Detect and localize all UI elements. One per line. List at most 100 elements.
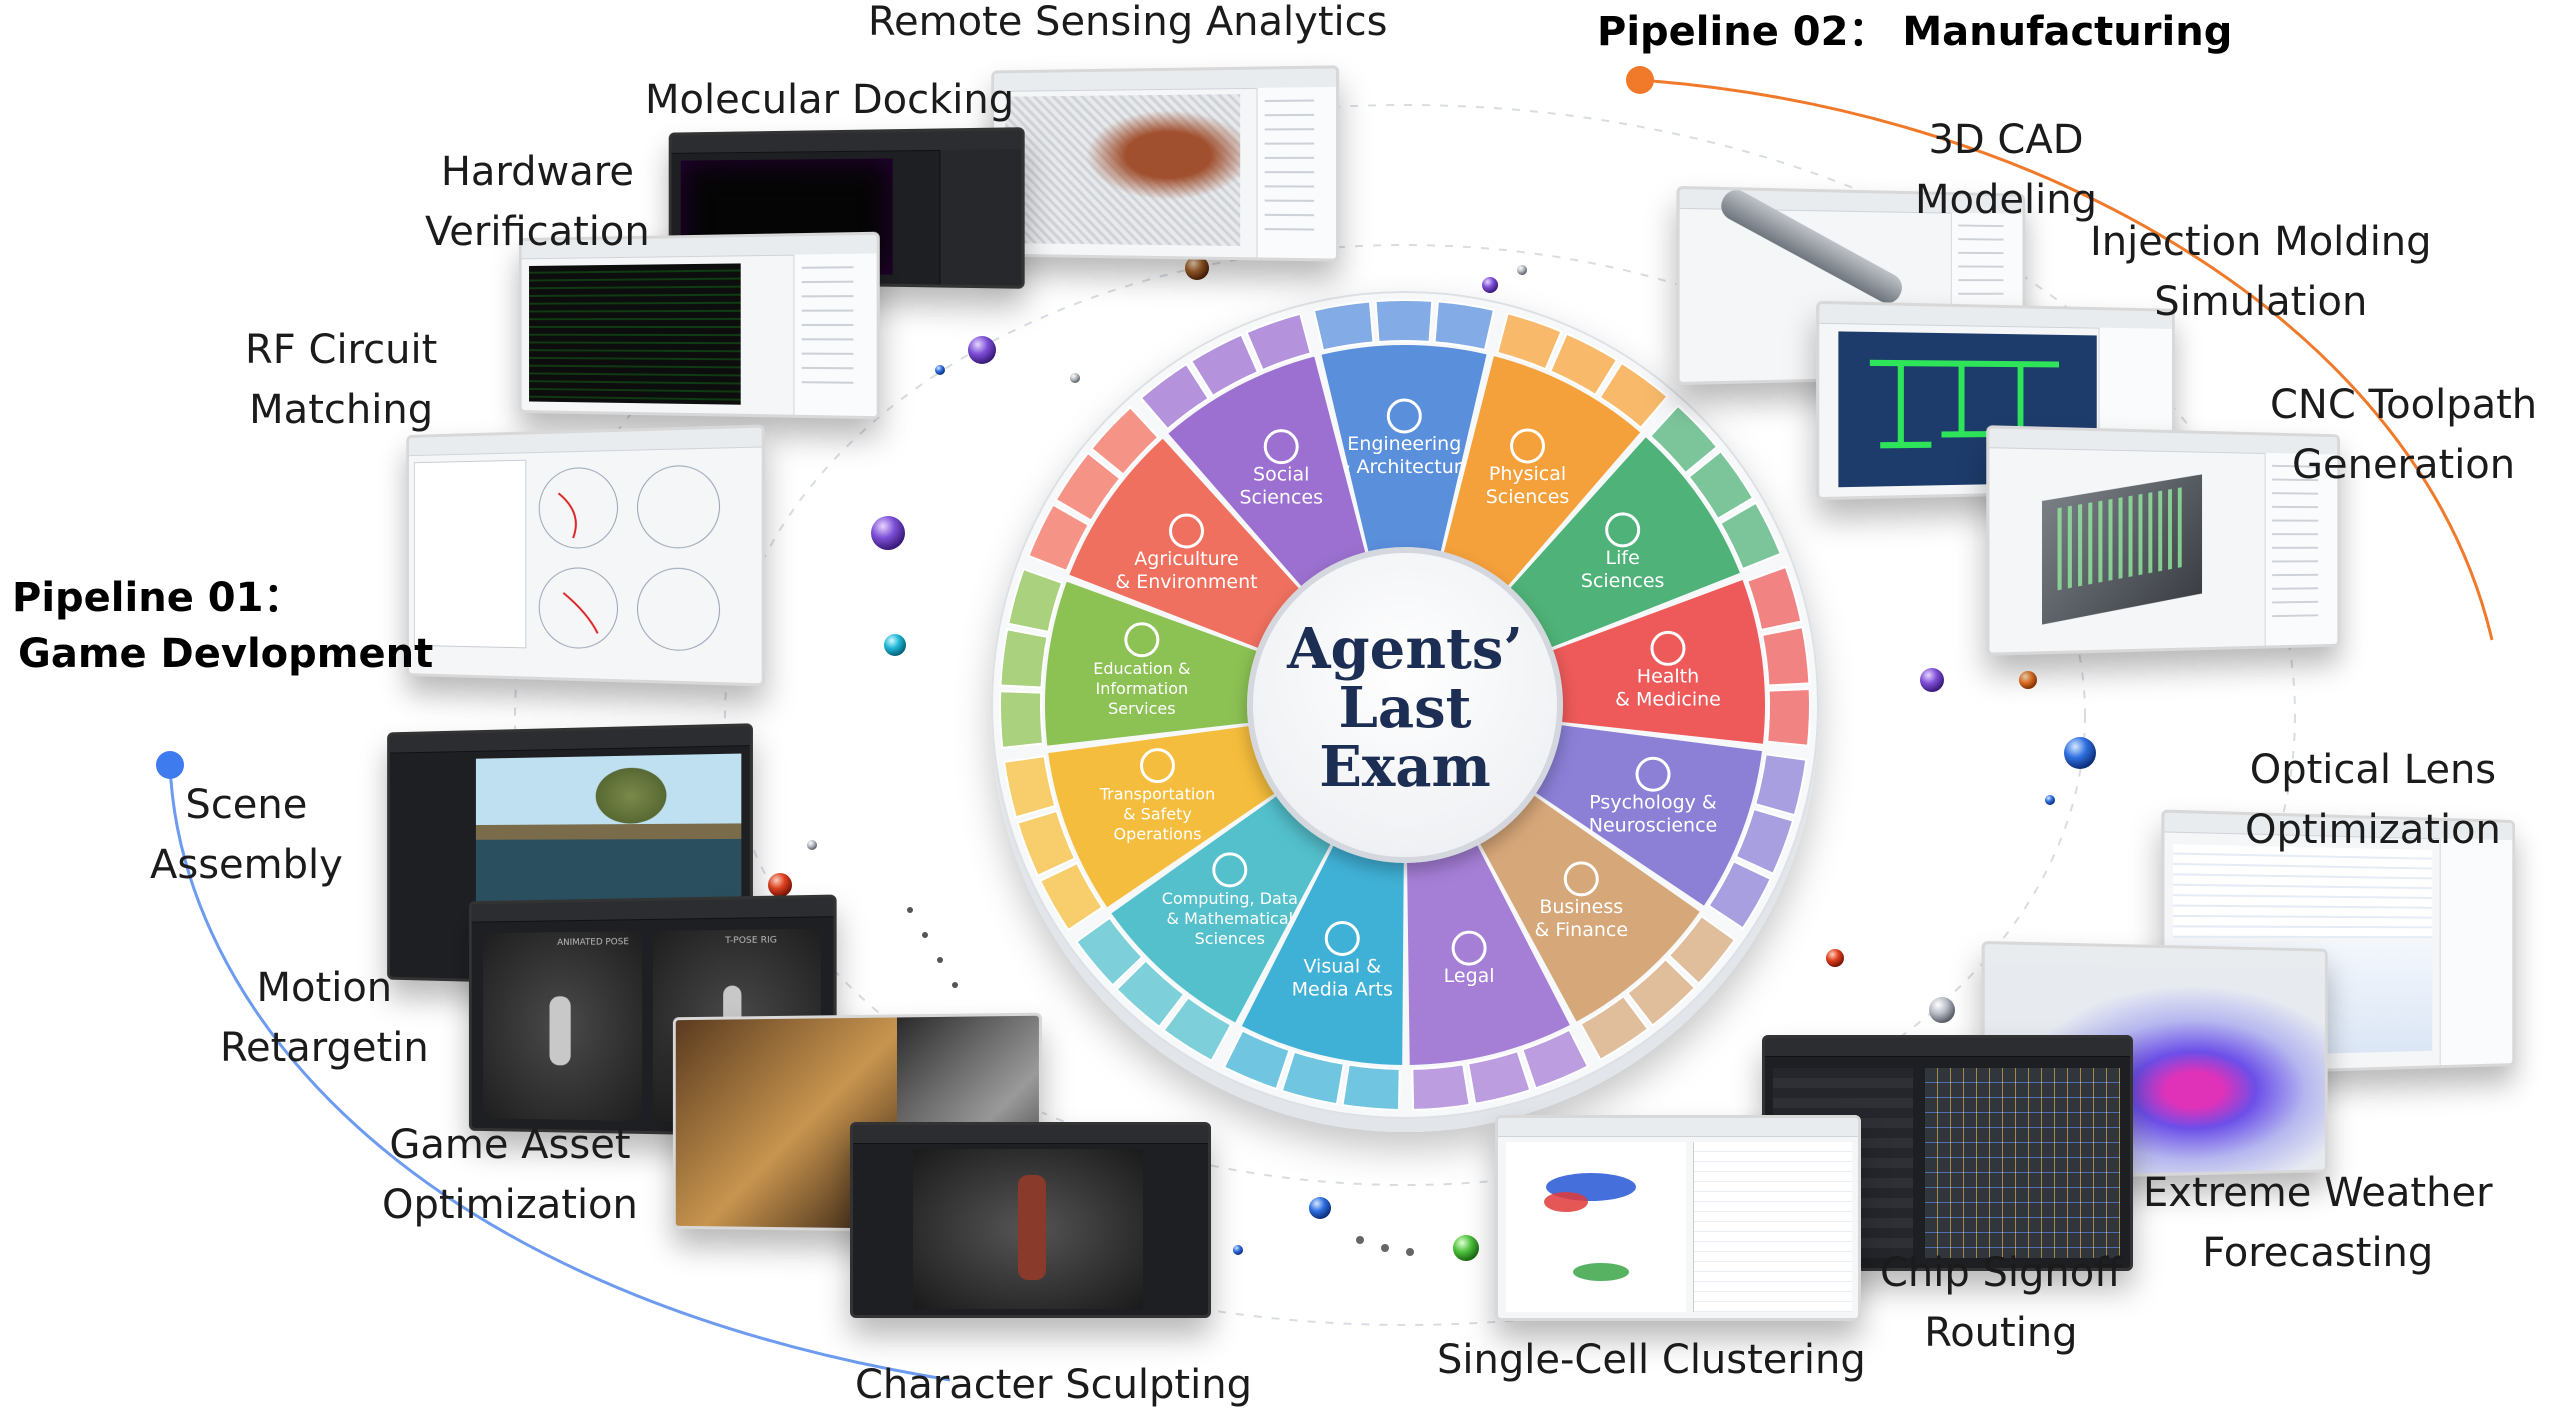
- orb-icon: [1070, 373, 1080, 383]
- pipeline-01-arc: [168, 764, 951, 1382]
- orb-icon: [1406, 1248, 1414, 1256]
- task-cnc-toolpath: CNC Toolpath Generation: [2270, 375, 2537, 495]
- pipeline-01-line-1: Pipeline 01：: [12, 575, 304, 621]
- sector-band-segment: [1139, 362, 1210, 431]
- sector-life-sciences: [1508, 437, 1740, 649]
- orb-icon: [1482, 277, 1498, 293]
- trace-line: [559, 493, 576, 538]
- building-icon: [1386, 398, 1422, 434]
- sector-band-segment: [1754, 753, 1808, 817]
- smith-chart-2: [638, 465, 720, 548]
- task-hardware-line-1: Hardware: [440, 149, 634, 195]
- task-weather-line-1: Extreme Weather: [2143, 1170, 2493, 1216]
- task-motion-line-1: Motion: [256, 965, 393, 1011]
- sector-band-segment: [1312, 300, 1375, 352]
- pipeline-01-dot: [156, 751, 184, 779]
- task-extreme-weather: Extreme Weather Forecasting: [2143, 1163, 2493, 1283]
- pipeline-02-dot: [1626, 66, 1654, 94]
- panel-lines: [801, 266, 854, 396]
- sector-band-segment: [1466, 1049, 1532, 1106]
- sector-label-legal: Legal: [1444, 965, 1495, 987]
- pose-label-1: ANIMATED POSE: [557, 937, 629, 948]
- sector-band-segment: [1579, 994, 1650, 1062]
- sector-label-line: Sciences: [1195, 929, 1265, 948]
- sector-label-line: Social: [1253, 464, 1309, 486]
- sector-band-segment: [1002, 755, 1057, 819]
- task-game-asset-line-2: Optimization: [382, 1182, 638, 1228]
- terrain-map-image: [1005, 94, 1241, 247]
- task-cad-line-2: Modeling: [1915, 177, 2097, 223]
- smith-chart-4: [638, 568, 720, 651]
- sector-label-engineering-architecture: Engineering& Architecture: [1336, 433, 1473, 478]
- waveform-viewer: [529, 263, 741, 405]
- sector-band-segment: [1433, 300, 1496, 352]
- sector-band-segment: [1719, 501, 1783, 571]
- code-icon: [1212, 852, 1248, 888]
- orb-icon: [2045, 795, 2055, 805]
- data-table: [414, 460, 525, 648]
- center-title-line-1: Agents’: [1286, 616, 1523, 682]
- task-cad-line-1: 3D CAD: [1928, 117, 2084, 163]
- sector-label-line: Agriculture: [1134, 548, 1239, 570]
- sector-band-segment: [1189, 333, 1260, 398]
- orbit-ring-inner: [724, 244, 2086, 1186]
- sector-band-segment: [1761, 625, 1811, 687]
- task-cnc-line-1: CNC Toolpath: [2270, 382, 2538, 428]
- sector-legal: [1407, 842, 1570, 1065]
- task-cnc-line-2: Generation: [2291, 442, 2516, 488]
- sector-psychology-neuroscience: [1533, 724, 1763, 906]
- sector-band-segment: [1074, 916, 1144, 987]
- center-hub-disc: [1247, 547, 1563, 863]
- routing-layout: [1925, 1068, 2120, 1258]
- orb-icon: [2019, 671, 2037, 689]
- orb-icon: [922, 932, 928, 938]
- window-titlebar: [389, 726, 750, 754]
- sector-transportation-safety-operations: [1048, 725, 1277, 908]
- orbit-rings: [514, 104, 2296, 1326]
- task-game-asset-line-1: Game Asset: [389, 1122, 631, 1168]
- task-optical-lens: Optical Lens Optimization: [2245, 740, 2501, 860]
- smith-chart-1: [539, 467, 617, 548]
- sector-label-line: & Environment: [1115, 571, 1257, 593]
- task-hardware-verification: Hardware Verification: [425, 142, 650, 262]
- sector-band-segment: [1054, 451, 1122, 522]
- character-sculpting-screenshot: [850, 1122, 1211, 1318]
- task-hardware-line-2: Verification: [425, 209, 650, 255]
- pipeline-02-title: Pipeline 02： Manufacturing: [1597, 9, 2233, 55]
- orbit-ring-outer: [514, 104, 2296, 1326]
- sector-education-information-services: [1045, 581, 1260, 746]
- orb-icon: [871, 516, 905, 550]
- sector-label-visual-media-arts: Visual &Media Arts: [1292, 955, 1393, 1000]
- tool-panel: [2439, 838, 2513, 1066]
- sector-band-segment: [1280, 1050, 1345, 1106]
- sector-label-line: Sciences: [1581, 570, 1665, 592]
- sector-physical-sciences: [1443, 356, 1641, 588]
- task-optical-line-1: Optical Lens: [2249, 747, 2497, 793]
- task-remote-sensing: Remote Sensing Analytics: [868, 0, 1388, 45]
- sector-band-segment: [1548, 332, 1619, 397]
- sector-label-line: Psychology &: [1589, 791, 1717, 813]
- paintbrush-icon: [1324, 920, 1360, 956]
- window-titlebar: [1765, 1038, 2130, 1057]
- sector-band-segment: [1162, 995, 1233, 1063]
- sector-label-line: Sciences: [1486, 486, 1570, 508]
- center-hub: Agents’ Last Exam: [1247, 547, 1563, 863]
- sector-label-line: Physical: [1489, 463, 1566, 485]
- task-injection-molding: Injection Molding Simulation: [2090, 212, 2432, 332]
- task-motion-retargeting: Motion Retargetin: [220, 958, 429, 1078]
- window-titlebar: [1498, 1118, 1858, 1137]
- sector-computing-data-mathematical-sciences: [1111, 794, 1332, 1023]
- leaf-icon: [1605, 512, 1641, 548]
- pipeline-02-arc: [1639, 78, 2494, 641]
- sculpt-figure: [1018, 1175, 1046, 1280]
- sector-band-segment: [1245, 312, 1313, 372]
- sector-label-line: Neuroscience: [1589, 814, 1717, 836]
- orb-icon: [1453, 1235, 1479, 1261]
- sector-agriculture-environment: [1069, 438, 1301, 649]
- sector-label-line: Computing, Data: [1162, 889, 1298, 908]
- people-icon: [1263, 429, 1299, 465]
